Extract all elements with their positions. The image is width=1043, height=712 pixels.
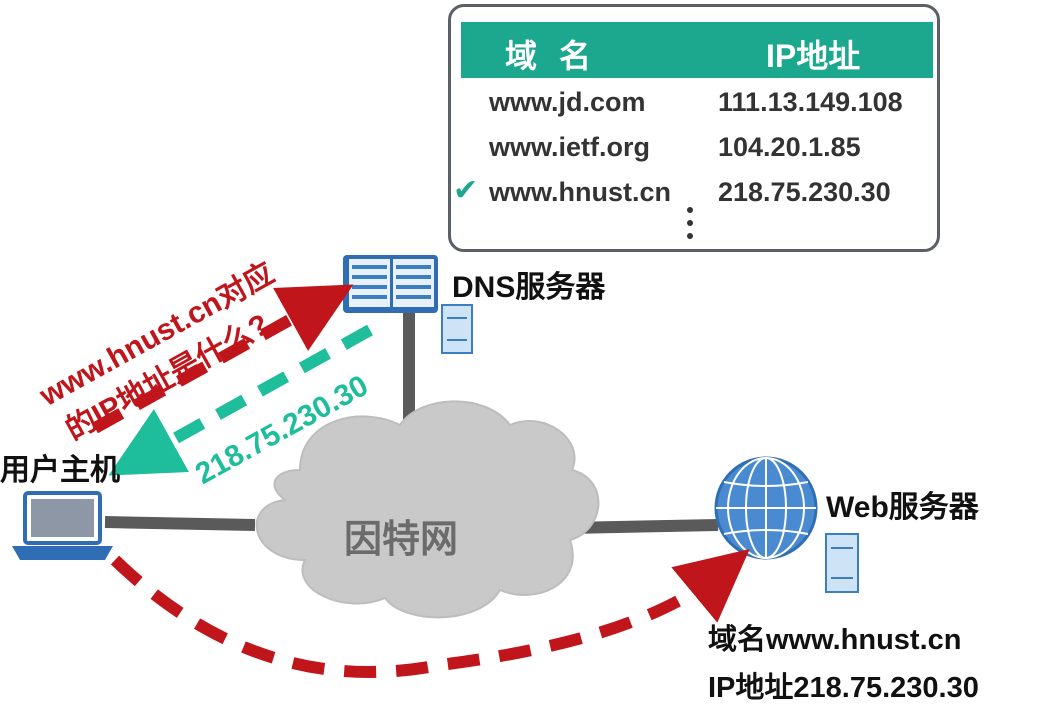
header-ip: IP地址: [766, 38, 861, 74]
laptop-icon: [12, 491, 113, 560]
more-rows-ellipsis-icon: [687, 207, 695, 246]
checkmark-icon: ✔: [453, 174, 479, 207]
internet-cloud: [255, 400, 600, 619]
row-domain: www.hnust.cn: [489, 177, 671, 207]
internet-label: 因特网: [344, 519, 459, 561]
row-ip: 111.13.149.108: [718, 87, 903, 117]
access-arrow: [110, 549, 750, 678]
web-domain-line: 域名www.hnust.cn: [708, 624, 962, 656]
dns-book-icon: [343, 255, 438, 313]
web-server-label: Web服务器: [826, 491, 979, 524]
table-row: www.jd.com 111.13.149.108: [451, 83, 939, 123]
dns-mapping-table: 域名 IP地址 www.jd.com 111.13.149.108 www.ie…: [448, 4, 940, 252]
web-link: [567, 519, 719, 534]
web-ip-line: IP地址218.75.230.30: [708, 672, 979, 704]
table-row: www.ietf.org 104.20.1.85: [451, 128, 939, 168]
answer-arrow: [108, 324, 373, 476]
row-ip: 104.20.1.85: [718, 132, 861, 162]
globe-icon: [714, 456, 818, 560]
row-ip: 218.75.230.30: [718, 177, 891, 207]
row-domain: www.jd.com: [489, 87, 646, 117]
dns-server-label: DNS服务器: [452, 271, 606, 304]
host-link: [104, 516, 256, 531]
user-host-label: 用户主机: [0, 454, 120, 487]
row-domain: www.ietf.org: [489, 132, 650, 162]
table-row: ✔ www.hnust.cn 218.75.230.30: [451, 173, 939, 213]
header-domain: 域名: [505, 38, 614, 74]
web-server-tower-icon: [825, 533, 859, 593]
dns-server-tower-icon: [441, 304, 473, 354]
query-arrow: [92, 284, 354, 434]
table-header: 域名 IP地址: [461, 22, 933, 78]
